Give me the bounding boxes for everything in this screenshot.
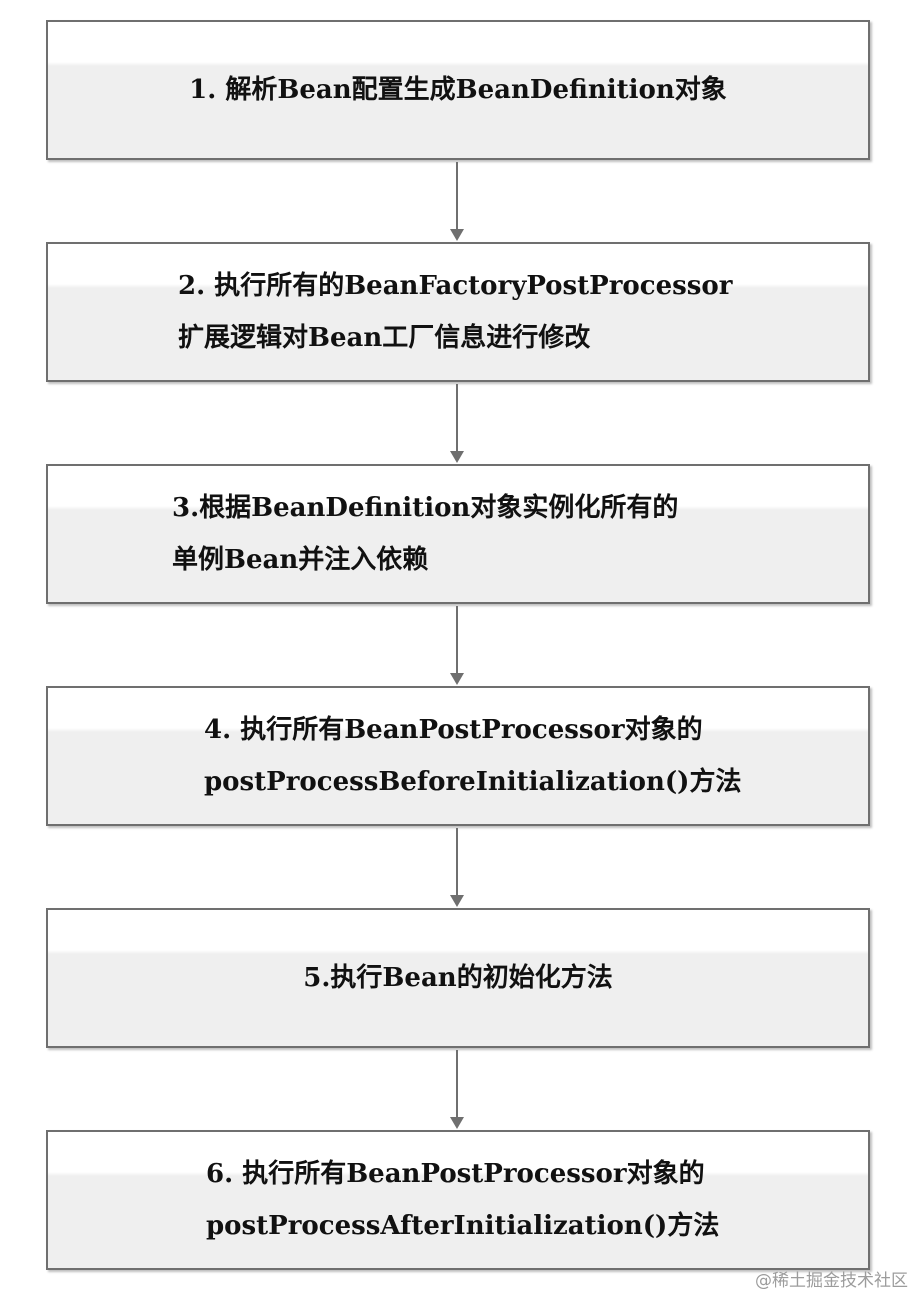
step-6-line-1: 6. 执行所有BeanPostProcessor对象的	[206, 1159, 705, 1189]
connector-4-5	[456, 828, 458, 896]
step-5-text: 5.执行Bean的初始化方法	[48, 910, 868, 1046]
arrowhead-2-3	[450, 451, 464, 463]
step-3-text: 3.根据BeanDefinition对象实例化所有的 单例Bean并注入依赖	[48, 466, 868, 602]
step-1-box: 1. 解析Bean配置生成BeanDefinition对象	[46, 20, 870, 160]
step-2-line-1: 2. 执行所有的BeanFactoryPostProcessor	[178, 271, 733, 301]
connector-5-6	[456, 1050, 458, 1118]
arrowhead-4-5	[450, 895, 464, 907]
connector-2-3	[456, 384, 458, 452]
step-3-box: 3.根据BeanDefinition对象实例化所有的 单例Bean并注入依赖	[46, 464, 870, 604]
arrowhead-3-4	[450, 673, 464, 685]
step-6-line-2: postProcessAfterInitialization()方法	[206, 1211, 720, 1241]
step-1-line-1: 1. 解析Bean配置生成BeanDefinition对象	[189, 75, 727, 105]
step-3-line-1: 3.根据BeanDefinition对象实例化所有的	[172, 493, 679, 523]
connector-1-2	[456, 162, 458, 230]
step-1-text: 1. 解析Bean配置生成BeanDefinition对象	[48, 22, 868, 158]
step-3-line-2: 单例Bean并注入依赖	[172, 545, 429, 575]
step-5-box: 5.执行Bean的初始化方法	[46, 908, 870, 1048]
step-6-box: 6. 执行所有BeanPostProcessor对象的 postProcessA…	[46, 1130, 870, 1270]
arrowhead-5-6	[450, 1117, 464, 1129]
step-4-line-1: 4. 执行所有BeanPostProcessor对象的	[204, 715, 703, 745]
step-2-text: 2. 执行所有的BeanFactoryPostProcessor 扩展逻辑对Be…	[48, 244, 868, 380]
connector-3-4	[456, 606, 458, 674]
watermark: @稀土掘金技术社区	[755, 1271, 908, 1291]
step-4-box: 4. 执行所有BeanPostProcessor对象的 postProcessB…	[46, 686, 870, 826]
step-2-box: 2. 执行所有的BeanFactoryPostProcessor 扩展逻辑对Be…	[46, 242, 870, 382]
arrowhead-1-2	[450, 229, 464, 241]
step-5-line-1: 5.执行Bean的初始化方法	[303, 963, 613, 993]
step-4-text: 4. 执行所有BeanPostProcessor对象的 postProcessB…	[48, 688, 868, 824]
step-4-line-2: postProcessBeforeInitialization()方法	[204, 767, 742, 797]
step-6-text: 6. 执行所有BeanPostProcessor对象的 postProcessA…	[48, 1132, 868, 1268]
step-2-line-2: 扩展逻辑对Bean工厂信息进行修改	[178, 323, 591, 353]
